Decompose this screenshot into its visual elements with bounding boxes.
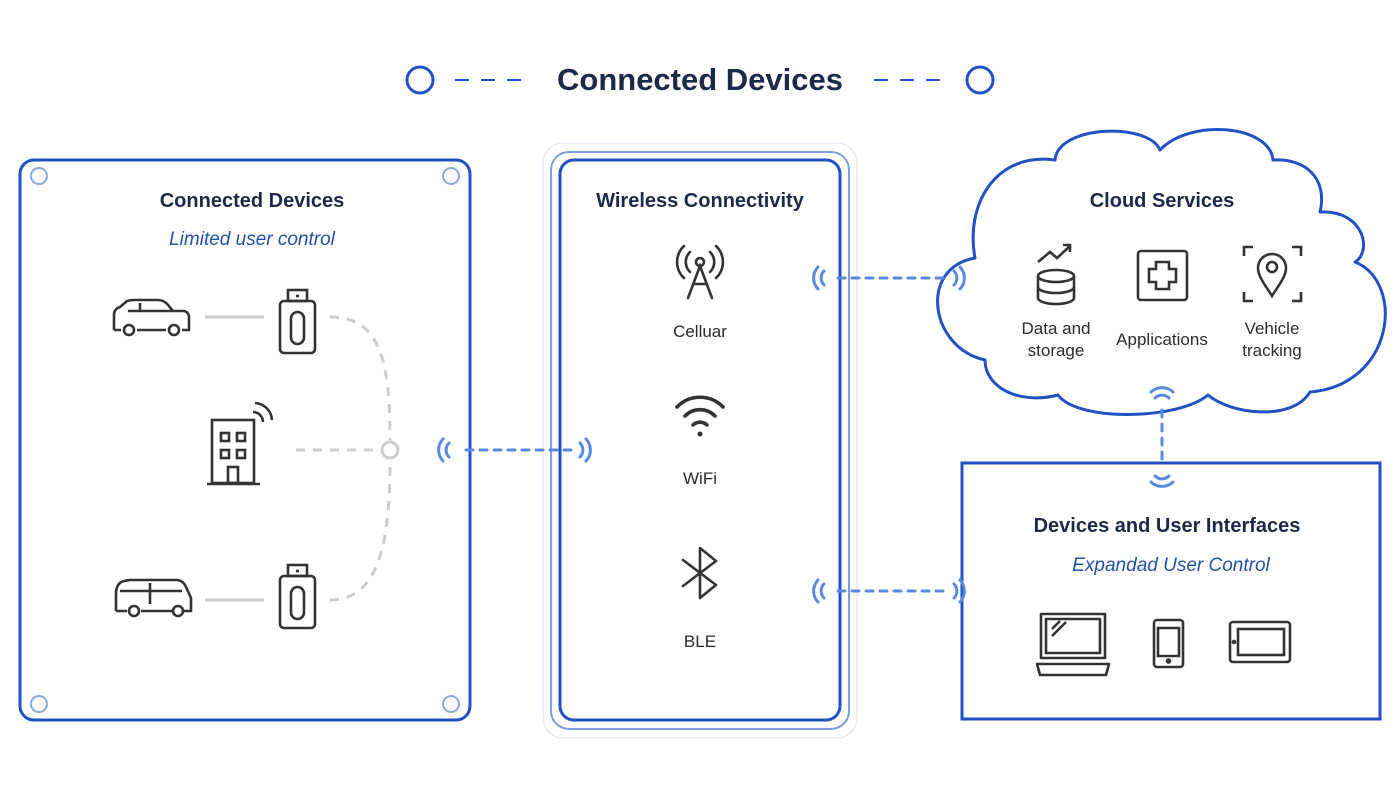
ui-panel-subtitle: Expandad User Control [1072,555,1270,576]
tablet-icon [1228,620,1292,664]
cloud-shape [936,128,1387,416]
wifi-icon [675,395,725,437]
location-pin-icon [1242,245,1303,303]
gray-connectors [205,315,400,602]
page-title: Connected Devices [557,62,843,97]
usb-dongle-icon [278,288,317,355]
devices-panel-subtitle: Limited user control [169,229,335,250]
wifi-label: WiFi [683,469,717,488]
cloud-panel-title: Cloud Services [1089,190,1235,212]
laptop-icon [1035,612,1111,677]
applications-label: Applications [1116,330,1208,349]
database-icon [1036,243,1076,306]
smartphone-icon [1152,618,1185,669]
ui-panel [960,461,1382,721]
panel-corner-dots [30,167,460,713]
applications-icon [1136,249,1189,302]
car-icon [112,298,191,337]
ble-label: BLE [683,632,717,651]
wireless-panel-title: Wireless Connectivity [596,190,804,212]
data-storage-label: Data and storage [1021,319,1091,360]
building-icon [207,401,274,486]
cellular-label: Celluar [673,322,727,341]
van-icon [114,578,193,618]
wireless-panel [542,142,858,739]
bluetooth-icon [681,546,718,600]
vehicle-tracking-label: Vehicle tracking [1242,319,1302,360]
usb-dongle-icon [278,563,317,630]
header-decoration [405,65,995,95]
cell-tower-icon [675,244,725,300]
devices-panel-title: Connected Devices [159,190,345,212]
ui-panel-title: Devices and User Interfaces [1033,515,1301,537]
wireless-links [437,265,1175,604]
